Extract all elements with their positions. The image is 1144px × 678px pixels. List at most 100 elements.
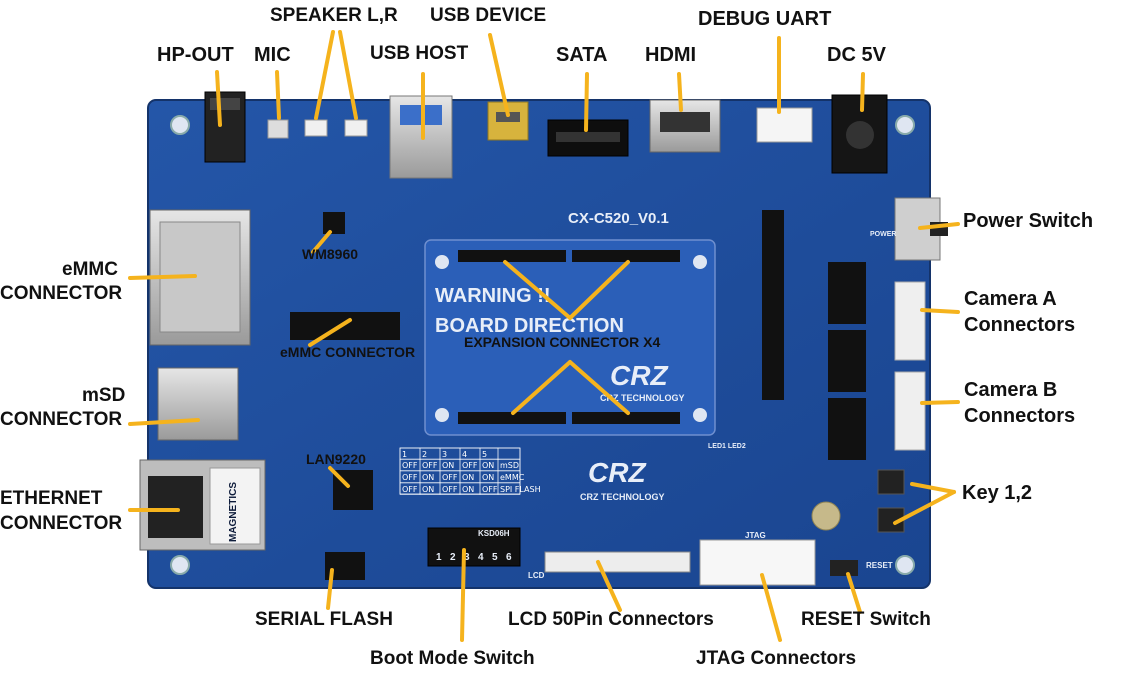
msd-label-line1: mSD	[82, 385, 126, 406]
usb-device-label: USB DEVICE	[430, 5, 547, 26]
expansion-connector-4	[572, 412, 680, 424]
boot-table-cell: ON	[442, 461, 454, 470]
ethernet-label-line2: CONNECTOR	[0, 512, 123, 534]
boot-table-cell: 3	[442, 450, 447, 459]
ethernet-label: ETHERNET CONNECTOR	[0, 487, 122, 536]
expansion-connector-2	[572, 250, 680, 262]
expansion-connector-1	[458, 250, 566, 262]
hp-out-label: HP-OUT	[157, 44, 234, 66]
boot-table-cell: ON	[422, 473, 434, 482]
warning-text-1: WARNING !!	[435, 285, 551, 307]
boot-table-cell: OFF	[442, 473, 458, 482]
camera-b-label-line1: Camera B	[964, 379, 1058, 401]
emmc-onboard-label: eMMC CONNECTOR	[280, 344, 416, 360]
emmc-left-label-line2: CONNECTOR	[0, 283, 123, 304]
boot-table-cell: 4	[462, 450, 467, 459]
callout-lines	[128, 30, 960, 642]
emmc-left-label-line1: eMMC	[62, 259, 118, 280]
power-silk-text: POWER	[870, 231, 896, 238]
jtag-label: JTAG Connectors	[696, 648, 857, 669]
boot-table-cell: SPI FLASH	[500, 485, 541, 494]
jtag-connector	[699, 539, 816, 586]
camera-b-label-line2: Connectors	[964, 405, 1076, 427]
camera-a-label: Camera A Connectors	[964, 286, 1075, 338]
brand-logo-bottom: CRZ	[588, 457, 646, 488]
boot-table-cell: OFF	[442, 485, 458, 494]
mic-label: MIC	[254, 44, 291, 66]
boot-switch-number: 5	[492, 552, 498, 563]
lcd-label: LCD 50Pin Connectors	[508, 609, 714, 630]
msd-label-line2: CONNECTOR	[0, 409, 123, 430]
usb-host-label: USB HOST	[370, 43, 469, 64]
key-label: Key 1,2	[962, 482, 1033, 504]
boot-table-cell: mSD	[500, 461, 519, 470]
boot-switch-number: 3	[464, 552, 470, 563]
dc-5v-label: DC 5V	[827, 44, 886, 66]
board-model-text: CX-C520_V0.1	[568, 210, 669, 227]
boot-table-cell-border	[497, 447, 521, 460]
boot-switch-number: 6	[506, 552, 512, 563]
expansion-area	[424, 239, 716, 436]
wm8960-chip	[323, 212, 345, 234]
mounting-holes	[170, 115, 915, 575]
boot-table-cell: 1	[402, 450, 407, 459]
reset-silk-text: RESET	[866, 561, 893, 570]
boot-table-cell: eMMC	[500, 473, 525, 482]
boot-table-cell: ON	[482, 473, 494, 482]
expansion-connector-3	[458, 412, 566, 424]
boot-table-cell: OFF	[402, 461, 418, 470]
sata-label: SATA	[556, 44, 608, 66]
boot-table-cell: ON	[422, 485, 434, 494]
boot-table-cell: 2	[422, 450, 427, 459]
boot-table-cell: OFF	[402, 473, 418, 482]
brand-sub-bottom: CRZ TECHNOLOGY	[580, 492, 665, 502]
boot-switch-number: 2	[450, 552, 456, 563]
camera-b-label: Camera B Connectors	[964, 377, 1075, 429]
brand-logo-top: CRZ	[610, 360, 668, 391]
boot-table-cell-border	[497, 458, 521, 471]
boot-table-cell: OFF	[402, 485, 418, 494]
speaker-label: SPEAKER L,R	[270, 5, 398, 26]
emmc-onboard-header	[290, 312, 400, 340]
led-silk-text: LED1 LED2	[708, 443, 746, 450]
boot-table-cell-border	[497, 470, 521, 483]
debug-uart-label: DEBUG UART	[698, 8, 832, 30]
camera-a-label-line1: Camera A	[964, 288, 1057, 310]
ethernet-label-line1: ETHERNET	[0, 488, 103, 509]
boot-table-cell: OFF	[462, 461, 478, 470]
key-1	[877, 469, 905, 495]
boot-mode-label: Boot Mode Switch	[370, 648, 535, 669]
ethernet-magnetics-text: MAGNETICS	[228, 482, 239, 542]
boot-table-cell: ON	[462, 485, 474, 494]
boot-table-cell: OFF	[482, 485, 498, 494]
reset-switch-label: RESET Switch	[801, 609, 931, 630]
wm8960-label: WM8960	[302, 246, 359, 262]
boot-switch-number: 4	[478, 552, 484, 563]
serial-flash-label: SERIAL FLASH	[255, 609, 393, 630]
lcd-silk-text: LCD	[528, 571, 545, 580]
lcd-connector	[544, 551, 691, 573]
boot-switch-number: 1	[436, 552, 442, 563]
camera-a-label-line2: Connectors	[964, 314, 1076, 336]
reset-switch-body	[830, 560, 858, 576]
speaker-r-connector	[344, 119, 368, 137]
boot-table-cell: ON	[462, 473, 474, 482]
boot-mode-switch	[427, 527, 521, 567]
camera-a-connector	[894, 281, 926, 361]
boot-table-cell-border	[497, 482, 521, 495]
boot-switch-text: KSD06H	[478, 529, 510, 538]
pin-header	[762, 210, 784, 400]
jtag-silk-text: JTAG	[745, 531, 766, 540]
camera-b-connector	[894, 371, 926, 451]
boot-table-cell: 5	[482, 450, 487, 459]
speaker-l-connector	[304, 119, 328, 137]
mic-connector	[267, 119, 289, 139]
boot-table-cell: ON	[482, 461, 494, 470]
warning-text-2: BOARD DIRECTION	[435, 315, 624, 337]
hdmi-label: HDMI	[645, 44, 697, 66]
brand-sub-top: CRZ TECHNOLOGY	[600, 393, 685, 403]
msd-card-slot	[157, 367, 239, 441]
